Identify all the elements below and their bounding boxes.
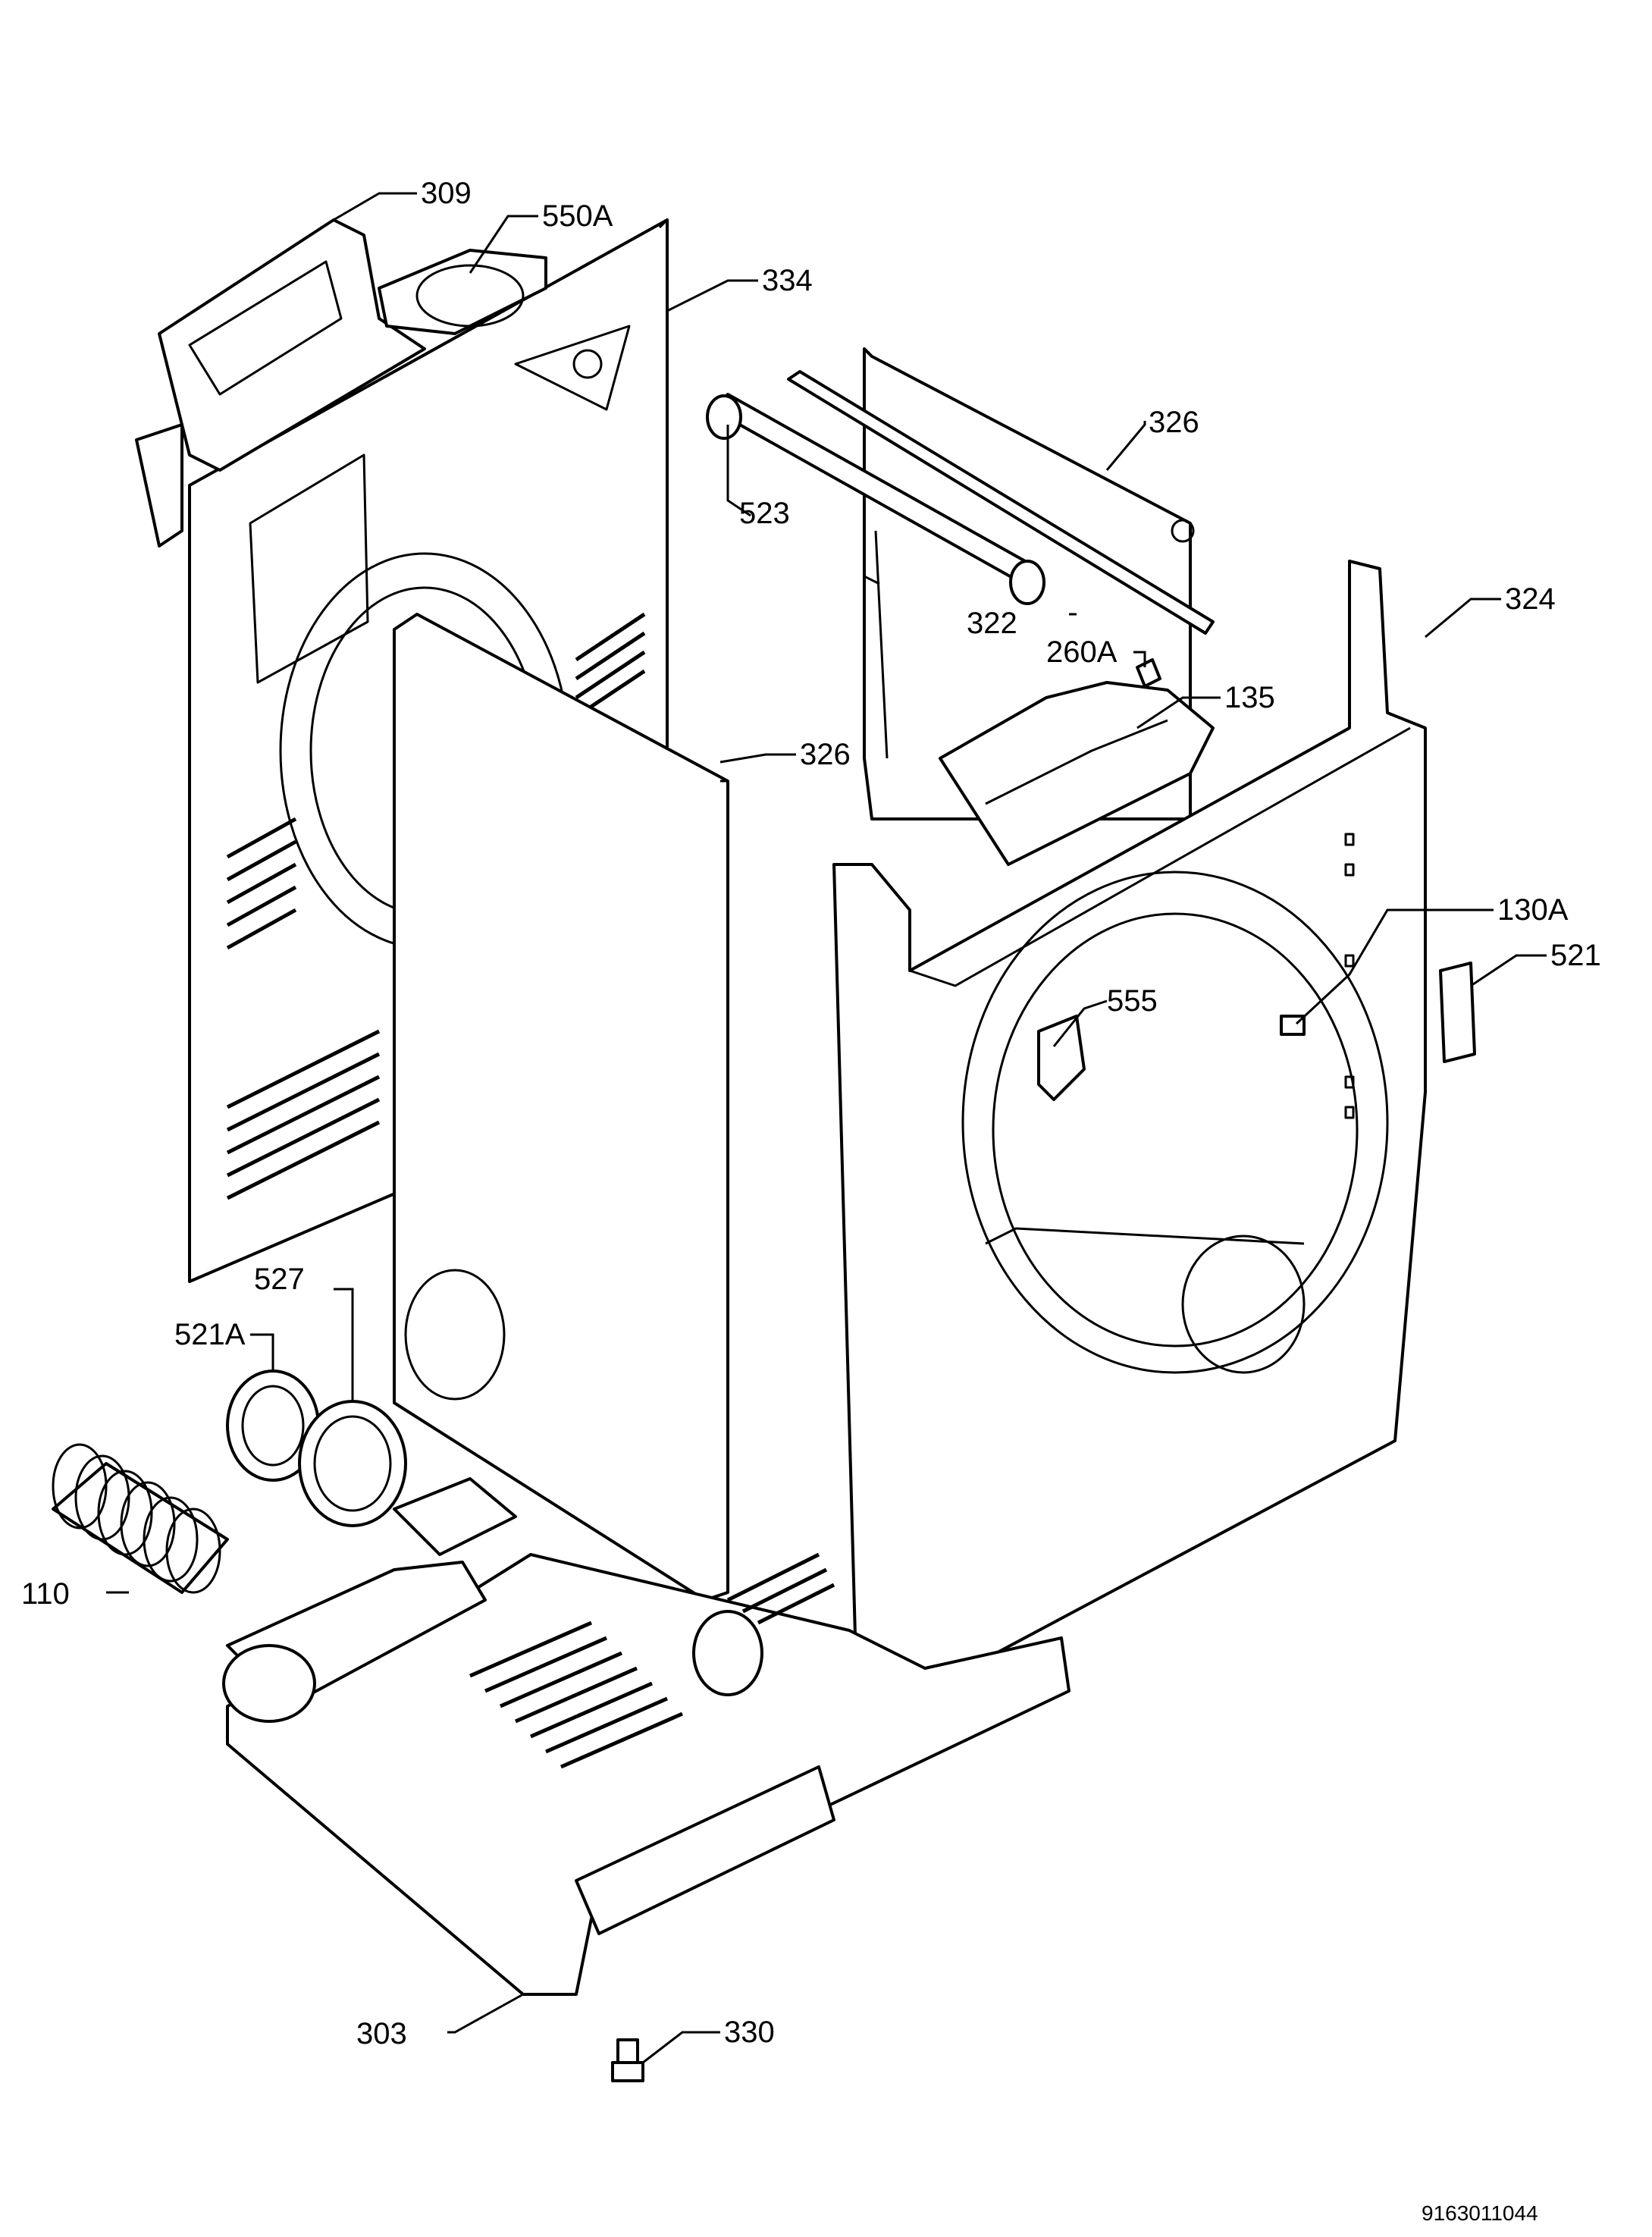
- hose-110: [52, 1443, 229, 1594]
- ring-527: [298, 1400, 407, 1527]
- label-550A: 550A: [542, 199, 613, 233]
- handle-309: [135, 218, 426, 547]
- clip-260A: [1136, 658, 1161, 688]
- filter-555: [1037, 1015, 1086, 1101]
- label-523: 523: [739, 497, 790, 530]
- label-527: 527: [254, 1263, 305, 1296]
- label-324: 324: [1505, 582, 1556, 616]
- label-555: 555: [1107, 984, 1158, 1018]
- document-number: 9163011044: [1422, 2201, 1538, 2225]
- label-521: 521: [1550, 939, 1601, 972]
- bearing-135: [939, 681, 1215, 866]
- label-110: 110: [21, 1577, 70, 1611]
- label-322: 322: [967, 607, 1017, 640]
- knob-521: [1439, 962, 1476, 1063]
- label-135: 135: [1224, 681, 1275, 714]
- seal-strip-322: [787, 370, 1215, 635]
- label-521A: 521A: [174, 1318, 246, 1351]
- label-334: 334: [762, 264, 813, 297]
- label-326-mid: 326: [800, 738, 851, 771]
- foot-330: [611, 2038, 644, 2082]
- label-260A: 260A: [1046, 635, 1118, 669]
- label-130A: 130A: [1497, 893, 1569, 927]
- fan-550A: [378, 249, 547, 335]
- label-303: 303: [356, 2017, 407, 2050]
- base-303: [222, 1477, 1071, 1996]
- label-309: 309: [421, 177, 472, 210]
- leader-lines: [106, 192, 1547, 2064]
- label-330: 330: [724, 2016, 775, 2049]
- label-326-top: 326: [1149, 406, 1199, 439]
- part-labels: 309 550A 334 326 523 322 324 260A 135 32…: [21, 177, 1601, 2050]
- side-panel-326: [393, 613, 729, 1602]
- seal-strip-523: [706, 393, 1045, 605]
